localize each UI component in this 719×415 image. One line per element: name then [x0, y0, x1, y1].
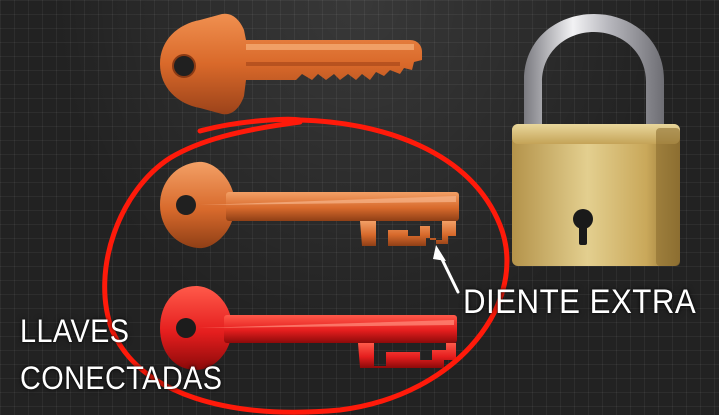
connected-keys-label-line1: LLAVES — [20, 313, 130, 349]
extra-tooth-label: DIENTE EXTRA — [463, 283, 697, 321]
orange-key-icon — [160, 13, 422, 115]
red-key-icon — [160, 286, 457, 370]
connected-keys-label-line2: CONECTADAS — [20, 360, 223, 396]
copper-key-icon — [160, 161, 459, 249]
arrow-icon — [433, 245, 460, 294]
padlock-icon — [512, 14, 680, 266]
highlight-circle — [102, 116, 510, 415]
